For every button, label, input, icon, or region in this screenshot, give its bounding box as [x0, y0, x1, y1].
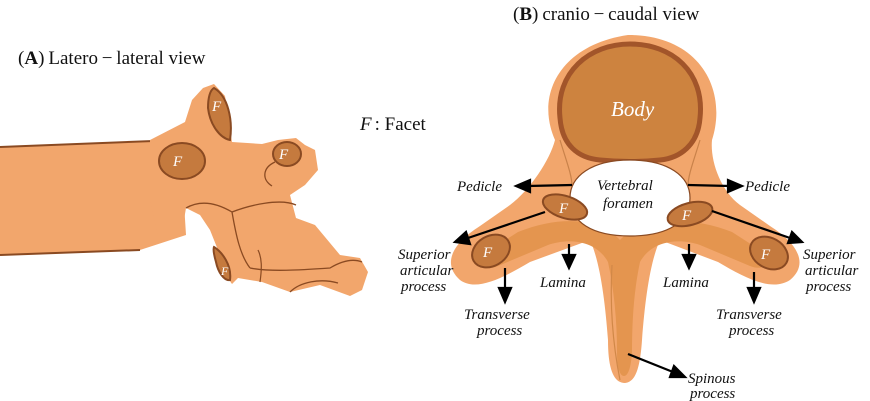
posterior-arch-lateral: [150, 84, 368, 296]
spinous-process-label: process: [689, 386, 735, 401]
panel-b-title: (B)cranio − caudal view: [513, 4, 700, 25]
facet-right-pedicle: [666, 200, 714, 228]
lamina-spinous-band: [484, 221, 766, 376]
facet-label: F: [681, 208, 692, 224]
articular-right-label: articular: [805, 263, 858, 279]
vertebral-body-lateral: [0, 140, 186, 255]
facet-left-pedicle: [541, 193, 589, 221]
articular-left-label: articular: [400, 263, 453, 279]
svg-text:F: Facet: F: Facet: [359, 114, 427, 135]
transverse-left-label: Transverse: [464, 307, 530, 323]
facet-transverse-lateral: [272, 141, 302, 167]
svg-text:(A)Latero − lateral view: (A)Latero − lateral view: [18, 48, 206, 69]
body-label: Body: [611, 97, 655, 121]
facet-pedicle-lateral: [158, 142, 206, 180]
foramen-label: foramen: [603, 196, 653, 212]
superior-left-label: Superior: [398, 247, 451, 263]
facet-label: F: [482, 245, 493, 261]
labels: Pedicle Pedicle Superior articular proce…: [398, 179, 858, 401]
facet-label: F: [172, 154, 183, 170]
vertebral-foramen: [569, 159, 691, 237]
lamina-right-label: Lamina: [662, 275, 709, 291]
facet-legend: F: Facet: [359, 114, 427, 135]
facet-label: F: [211, 99, 222, 115]
transverse-right-label: Transverse: [716, 307, 782, 323]
pedicle-right-label: Pedicle: [744, 179, 790, 195]
transverse-process-left-label: process: [476, 323, 522, 339]
process-left-label: process: [400, 279, 446, 295]
svg-text:(B)cranio − caudal view: (B)cranio − caudal view: [513, 4, 700, 25]
facet-right-superior: [749, 235, 789, 271]
facet-left-superior: [471, 233, 511, 269]
facet-label: F: [558, 201, 569, 217]
lamina-left-label: Lamina: [539, 275, 586, 291]
vertebral-label: Vertebral: [597, 178, 653, 194]
facet-inferior-lateral: [212, 245, 232, 282]
vertebral-body: [557, 41, 703, 164]
facet-label: F: [278, 147, 289, 163]
panel-a-title: (A)Latero − lateral view: [18, 48, 206, 69]
facet-superior-lateral: [206, 86, 232, 142]
spinous-label: Spinous: [688, 371, 736, 387]
arrows: [452, 178, 805, 379]
superior-right-label: Superior: [803, 247, 856, 263]
cranio-caudal-view: Body Vertebral foramen F F F F: [450, 35, 800, 383]
facet-label: F: [760, 247, 771, 263]
facet-label: F: [220, 264, 229, 278]
transverse-process-right-label: process: [728, 323, 774, 339]
lateral-view: F F F F: [0, 84, 368, 296]
process-right-label: process: [805, 279, 851, 295]
pedicle-left-label: Pedicle: [456, 179, 502, 195]
